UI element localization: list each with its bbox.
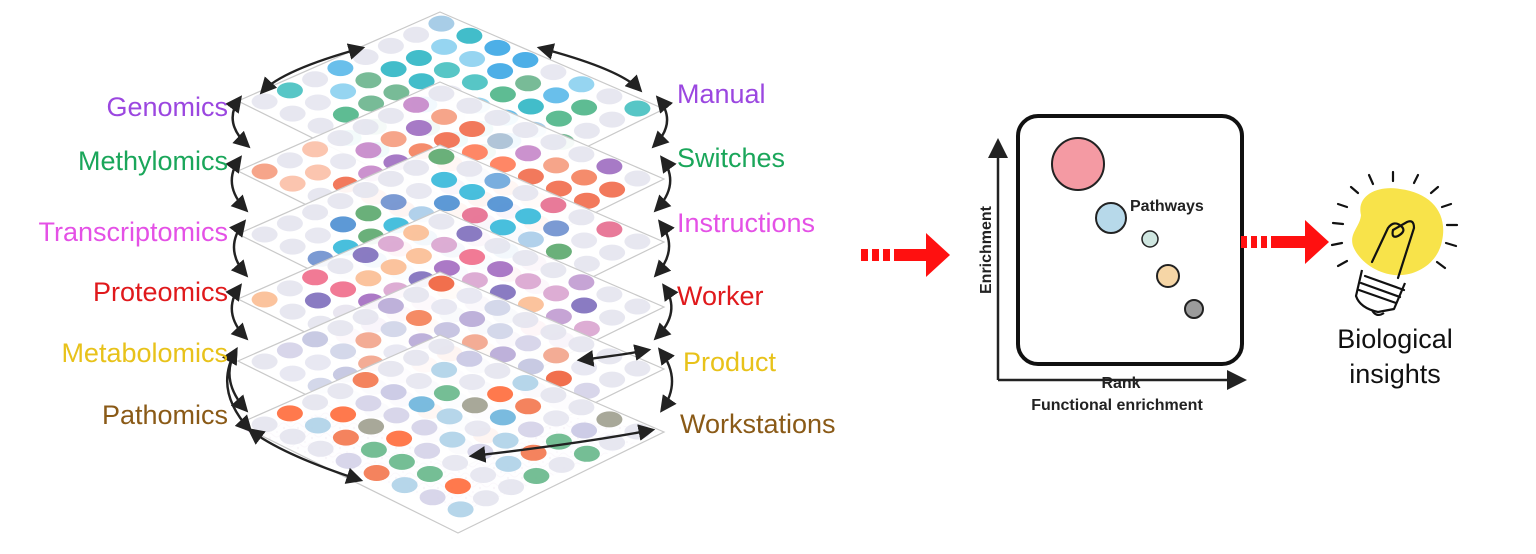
- bubble-2: [1095, 202, 1127, 234]
- enrichment-plot: Pathways Enrichment Rank Functional enri…: [978, 114, 1247, 414]
- x-axis-label: Rank: [1101, 375, 1140, 392]
- bubble-1: [1051, 137, 1105, 191]
- left-label-proteomics: Proteomics: [92, 277, 228, 307]
- flow-arrow-1: [861, 233, 950, 277]
- right-label-product: Product: [683, 347, 777, 377]
- bubble-3: [1141, 230, 1159, 248]
- bubble-5: [1184, 299, 1204, 319]
- left-label-genomics: Genomics: [106, 92, 228, 122]
- insight-line-2: insights: [1349, 359, 1441, 390]
- y-axis-label: Enrichment: [978, 205, 995, 294]
- lightbulb-icon: [1330, 170, 1459, 317]
- plot-caption: Functional enrichment: [1031, 397, 1203, 414]
- bubble-4: [1156, 264, 1180, 288]
- left-label-methylomics: Methylomics: [77, 146, 228, 176]
- left-label-transcriptomics: Transcriptomics: [38, 217, 228, 247]
- left-label-pathomics: Pathomics: [101, 400, 228, 430]
- right-label-workstations: Workstations: [680, 409, 836, 439]
- layer-link-arrows: [222, 43, 679, 484]
- left-label-metabolomics: Metabolomics: [61, 338, 228, 368]
- layer-stack: [236, 11, 666, 534]
- right-label-worker: Worker: [677, 281, 764, 311]
- plot-frame: [1016, 114, 1244, 366]
- right-label-manual: Manual: [677, 79, 766, 109]
- right-label-instructions: Instructions: [677, 208, 816, 238]
- insight-line-1: Biological: [1337, 324, 1453, 354]
- insight-text: Biological insights: [1300, 322, 1490, 392]
- right-label-switches: Switches: [677, 143, 786, 173]
- bubble-label: Pathways: [1130, 198, 1204, 215]
- flow-arrow-2: [1241, 220, 1329, 264]
